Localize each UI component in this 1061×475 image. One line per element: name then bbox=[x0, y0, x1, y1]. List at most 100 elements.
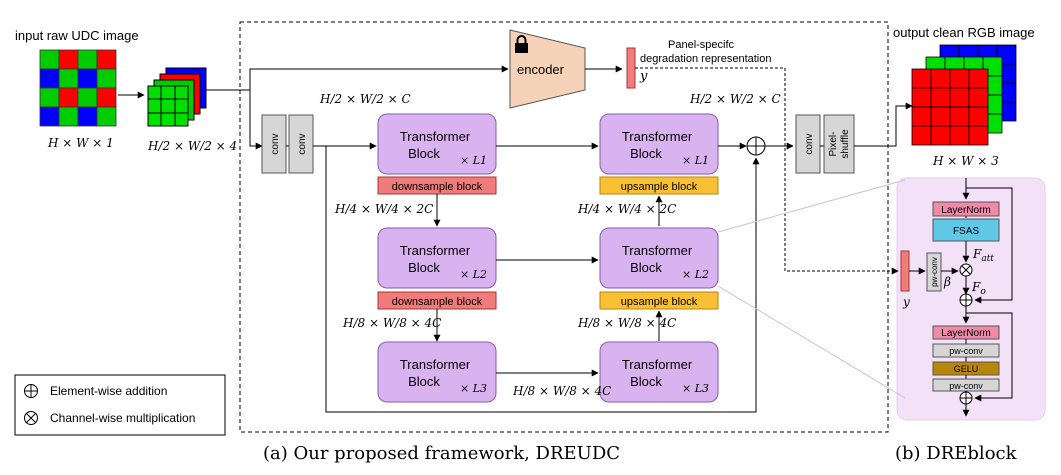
block-repeat: × L3 bbox=[460, 382, 487, 395]
block-title: Transformer bbox=[400, 243, 471, 258]
degradation-label-2: degradation representation bbox=[640, 53, 771, 65]
svg-text:downsample block: downsample block bbox=[392, 296, 483, 308]
block-subtitle: Block bbox=[408, 374, 440, 389]
svg-text:downsample block: downsample block bbox=[392, 181, 483, 193]
raw-pixel bbox=[39, 87, 60, 108]
caption-b: (b) DREblock bbox=[895, 443, 1018, 464]
legend: Element-wise addition Channel-wise multi… bbox=[14, 374, 226, 436]
degradation-vector bbox=[626, 47, 636, 89]
svg-text:conv: conv bbox=[270, 133, 281, 154]
block-repeat: × L2 bbox=[682, 268, 709, 281]
degradation-label-1: Panel-specifc bbox=[668, 39, 735, 51]
block-subtitle: Block bbox=[630, 374, 662, 389]
raw-pixel bbox=[58, 87, 79, 108]
dim-level2-left: H/4 × W/4 × 2C bbox=[334, 202, 433, 216]
input-raw-image bbox=[39, 49, 117, 127]
dreblock-detail: LayerNorm FSAS Fatt Fo y pw-conv β Layer… bbox=[900, 178, 1013, 417]
dim-level3-right: H/8 × W/8 × 4C bbox=[577, 316, 676, 330]
raw-pixel bbox=[96, 68, 117, 89]
pixel-shuffle: Pixel- shuffle bbox=[823, 114, 855, 174]
svg-text:LayerNorm: LayerNorm bbox=[941, 205, 990, 216]
dim-level1-left: H/2 × W/2 × C bbox=[319, 92, 411, 106]
output-size-label: H × W × 3 bbox=[932, 154, 999, 168]
packed-image-stack bbox=[147, 67, 207, 127]
svg-text:pw-conv: pw-conv bbox=[949, 346, 983, 356]
dre-y-vector bbox=[900, 250, 910, 292]
block-repeat: × L3 bbox=[682, 382, 709, 395]
svg-text:upsample block: upsample block bbox=[621, 296, 698, 308]
addition-node bbox=[746, 136, 766, 156]
raw-pixel bbox=[39, 68, 60, 89]
svg-text:LayerNorm: LayerNorm bbox=[941, 328, 990, 339]
downsample-block-2: downsample block bbox=[377, 291, 497, 310]
block-repeat: × L2 bbox=[460, 268, 487, 281]
raw-pixel bbox=[96, 49, 117, 70]
block-title: Transformer bbox=[400, 357, 471, 372]
raw-pixel bbox=[96, 87, 117, 108]
caption-a: (a) Our proposed framework, DREUDC bbox=[263, 443, 620, 464]
framework-box bbox=[239, 21, 889, 433]
output-channel-red bbox=[911, 68, 989, 146]
svg-text:FSAS: FSAS bbox=[953, 226, 979, 237]
dim-level1-right: H/2 × W/2 × C bbox=[689, 92, 781, 106]
block-subtitle: Block bbox=[408, 146, 440, 161]
legend-mult-label: Channel-wise multiplication bbox=[50, 411, 195, 425]
raw-pixel bbox=[77, 106, 98, 127]
conv-1: conv bbox=[261, 114, 287, 174]
raw-pixel bbox=[58, 106, 79, 127]
raw-pixel bbox=[77, 68, 98, 89]
output-title: output clean RGB image bbox=[893, 25, 1035, 40]
raw-pixel bbox=[39, 49, 60, 70]
raw-pixel bbox=[77, 49, 98, 70]
dim-level3-left: H/8 × W/8 × 4C bbox=[342, 316, 441, 330]
raw-pixel bbox=[39, 106, 60, 127]
packed-size-label: H/2 × W/2 × 4 bbox=[147, 139, 237, 153]
svg-text:y: y bbox=[902, 295, 910, 309]
conv-2: conv bbox=[288, 114, 314, 174]
block-title: Transformer bbox=[622, 129, 693, 144]
dim-level2-right: H/4 × W/4 × 2C bbox=[577, 202, 676, 216]
block-title: Transformer bbox=[622, 243, 693, 258]
svg-text:upsample block: upsample block bbox=[621, 181, 698, 193]
block-repeat: × L1 bbox=[682, 154, 709, 167]
raw-pixel bbox=[58, 49, 79, 70]
block-repeat: × L1 bbox=[460, 154, 487, 167]
encoder: encoder bbox=[509, 29, 586, 109]
svg-text:Pixel-: Pixel- bbox=[828, 131, 839, 156]
input-title: input raw UDC image bbox=[15, 28, 139, 43]
raw-pixel bbox=[96, 106, 117, 127]
block-subtitle: Block bbox=[408, 260, 440, 275]
svg-text:pw-conv: pw-conv bbox=[930, 257, 939, 287]
svg-text:GELU: GELU bbox=[954, 364, 979, 374]
input-size-label: H × W × 1 bbox=[47, 136, 114, 150]
output-rgb-image bbox=[911, 44, 1017, 146]
encoder-label: encoder bbox=[517, 62, 565, 77]
lock-icon bbox=[515, 35, 528, 53]
svg-text:conv: conv bbox=[297, 133, 308, 154]
upsample-block-1: upsample block bbox=[599, 176, 719, 195]
raw-pixel bbox=[77, 87, 98, 108]
conv-out: conv bbox=[795, 114, 821, 174]
raw-pixel bbox=[58, 68, 79, 89]
block-subtitle: Block bbox=[630, 260, 662, 275]
svg-text:shuffle: shuffle bbox=[840, 129, 851, 159]
svg-text:β: β bbox=[943, 275, 951, 289]
dim-level3-bottom: H/8 × W/8 × 4C bbox=[512, 384, 611, 398]
block-title: Transformer bbox=[622, 357, 693, 372]
block-subtitle: Block bbox=[630, 146, 662, 161]
upsample-block-2: upsample block bbox=[599, 291, 719, 310]
degradation-symbol: y bbox=[639, 69, 648, 84]
svg-text:conv: conv bbox=[804, 133, 815, 154]
block-title: Transformer bbox=[400, 129, 471, 144]
svg-text:pw-conv: pw-conv bbox=[949, 381, 983, 391]
downsample-block-1: downsample block bbox=[377, 176, 497, 195]
legend-add-label: Element-wise addition bbox=[50, 384, 167, 398]
dre-pwconv-y bbox=[926, 252, 942, 292]
